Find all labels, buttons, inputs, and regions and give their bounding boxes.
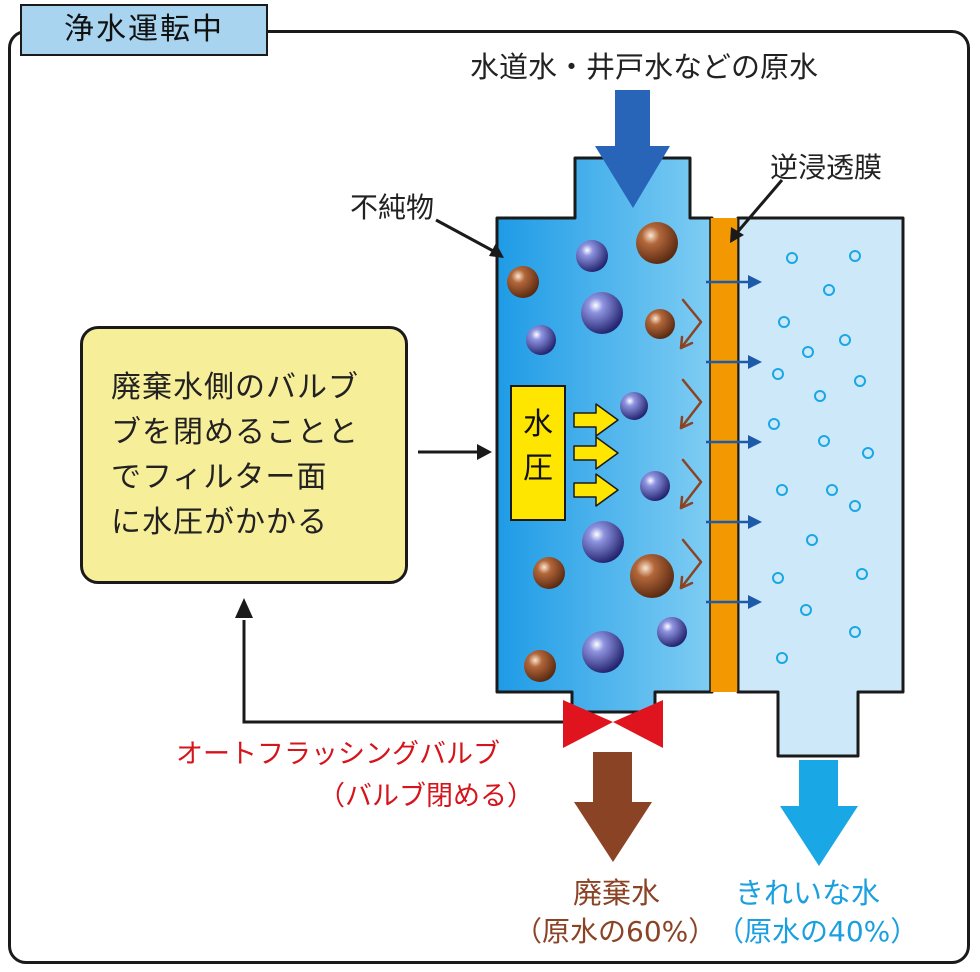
- clean-water-label: きれいな水: [735, 876, 881, 910]
- reflected-impurity-arrows: [679, 298, 703, 590]
- note-box: 廃棄水側のバルブ ブを閉めることと でフィルター面 に水圧がかかる: [80, 326, 408, 584]
- pressure-char: 水: [523, 407, 553, 442]
- impurity-label: 不純物: [350, 191, 435, 224]
- pressure-arrows: [573, 403, 619, 507]
- valve-label: オートフラッシングバルブ: [176, 739, 500, 770]
- auto-flushing-valve: [563, 700, 663, 748]
- clean-water-bubbles: [768, 250, 874, 664]
- note-line: に水圧がかかる: [111, 505, 328, 540]
- pressure-char: 圧: [523, 451, 553, 486]
- waste-water-label: 廃棄水: [573, 876, 661, 910]
- ro-membrane: [710, 218, 738, 692]
- valve-feedback-line: [242, 620, 563, 724]
- clean-water-arrow: [780, 760, 858, 866]
- source-water-label: 水道水・井戸水などの原水: [470, 50, 819, 84]
- note-line: ブを閉めることと: [111, 415, 359, 450]
- impurity-pointer: [435, 218, 498, 255]
- membrane-label: 逆浸透膜: [770, 151, 883, 184]
- water-pressure-label: 水 圧: [510, 385, 566, 521]
- mode-label: 浄水運転中: [20, 4, 268, 56]
- membrane-pointer: [733, 179, 784, 236]
- note-line: 廃棄水側のバルブ: [111, 370, 359, 405]
- source-water-arrow: [595, 90, 670, 208]
- clean-ratio-label: （原水の40%）: [716, 915, 919, 948]
- note-line: でフィルター面: [111, 460, 328, 495]
- valve-state-label: （バルブ閉める）: [318, 781, 534, 812]
- clean-chamber: [736, 216, 905, 758]
- pointer-arrows: [242, 179, 784, 724]
- waste-ratio-label: （原水の60%）: [514, 915, 717, 948]
- waste-water-arrow: [574, 752, 652, 862]
- impurity-particles: [507, 222, 687, 682]
- permeate-arrows: [706, 275, 762, 609]
- diagram-frame: [8, 30, 970, 964]
